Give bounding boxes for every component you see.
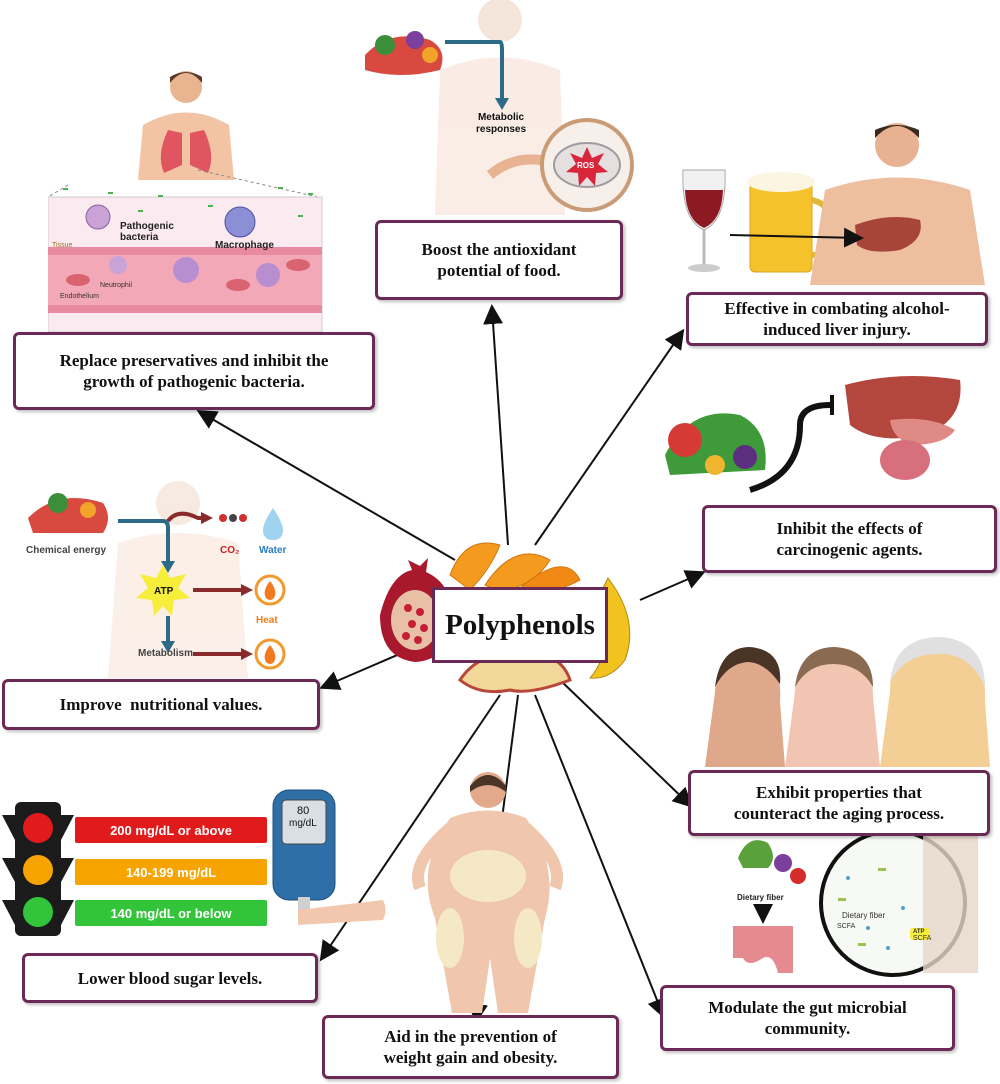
traffic-light-icon (2, 802, 74, 936)
metabolic-illustration (365, 0, 634, 215)
scfa-label-2: SCFA (913, 935, 932, 942)
amber-light-icon (23, 855, 53, 885)
pathogenic-bacteria-label: Pathogenic bacteria (120, 221, 174, 243)
glucose-level-high: 200 mg/dL or above (75, 817, 267, 843)
arrow-antioxidant (483, 304, 509, 546)
arrow-gut (534, 694, 667, 1019)
endothelium-label: Endothelium (60, 293, 99, 300)
atp-label: ATP (154, 586, 174, 597)
ros-burst-icon (566, 147, 608, 186)
box-nutritional: Improve nutritional values. (2, 679, 320, 730)
dietary-fiber-label: Dietary fiber (737, 893, 784, 902)
atp-small-label: ATP (913, 929, 925, 935)
arrow-aging (559, 679, 693, 808)
ghost-body (435, 57, 565, 215)
beer-mug-icon (749, 181, 813, 273)
water-label: Water (259, 545, 287, 556)
glucose-level-mid: 140-199 mg/dL (75, 859, 267, 885)
orange-slice-icon (449, 542, 501, 591)
ros-label: ROS (577, 161, 595, 170)
co2-molecule-icon (219, 514, 227, 522)
ghost-head (478, 0, 522, 42)
box-antioxidant: Boost the antioxidant potential of food. (375, 220, 623, 300)
arrow-carcinogenic (639, 570, 706, 601)
aging-faces-illustration (705, 637, 990, 767)
lungs-bacteria-illustration (48, 71, 323, 333)
young-face (705, 650, 785, 767)
meter-unit: mg/dL (289, 818, 317, 829)
food-pile-icon-2 (28, 498, 108, 533)
meter-value: 80 (297, 805, 310, 817)
macrophage-label: Macrophage (215, 240, 274, 251)
old-face (880, 639, 990, 767)
hair-shape (170, 72, 202, 83)
gut-illustration (733, 829, 978, 977)
water-drop-icon (263, 508, 283, 540)
ghost-body-2 (108, 533, 248, 678)
box-liver: Effective in combating alcohol-induced l… (686, 292, 988, 346)
tissue-label: Tissue (52, 242, 73, 249)
fat-belly (450, 850, 526, 902)
neutrophil-label: Neutrophil (100, 282, 132, 289)
arrow-liver (534, 328, 685, 546)
scfa-label: SCFA (837, 923, 856, 930)
vegetable-icon (738, 840, 773, 868)
macrophage-cell (224, 206, 256, 238)
alcohol-liver-illustration (682, 123, 985, 285)
box-preservatives: Replace preservatives and inhibit the gr… (13, 332, 375, 410)
green-light-icon (23, 897, 53, 927)
intestine-icon (733, 926, 793, 973)
finger-icon (298, 900, 386, 925)
pathogen-cell (85, 204, 111, 230)
polyphenols-title: Polyphenols (432, 587, 608, 663)
box-aging: Exhibit properties that counteract the a… (688, 770, 990, 836)
metabolic-label: Metabolic responses (475, 112, 527, 135)
ghost-head-2 (156, 481, 200, 525)
head-shape (170, 71, 202, 103)
heat-icon-2 (254, 638, 286, 670)
glucose-meter-icon (272, 789, 386, 925)
box-gut: Modulate the gut microbial community. (660, 985, 955, 1051)
arrow-preservatives (196, 409, 456, 561)
box-blood-sugar: Lower blood sugar levels. (22, 953, 318, 1003)
chemical-energy-label: Chemical energy (26, 545, 107, 556)
carcinogen-illustration (665, 376, 961, 493)
obesity-illustration (412, 772, 564, 1013)
pancreas-icon (890, 418, 955, 445)
heat-icon (254, 574, 286, 606)
man-head (875, 123, 919, 167)
center-fruits-illustration (380, 542, 631, 694)
co2-label: CO₂ (220, 545, 240, 556)
red-light-icon (23, 813, 53, 843)
torso-shape (138, 112, 234, 180)
metabolism-label: Metabolism (138, 648, 194, 659)
liver-icon (855, 216, 921, 252)
middle-face (785, 650, 880, 767)
dietary-fiber-label-2: Dietary fiber (842, 911, 886, 920)
box-carcinogenic: Inhibit the effects of carcinogenic agen… (702, 505, 997, 573)
lungs-shape (160, 130, 212, 173)
heat-label: Heat (256, 615, 278, 626)
box-weight: Aid in the prevention of weight gain and… (322, 1015, 619, 1079)
atp-burst-icon (136, 565, 190, 616)
energy-illustration (28, 481, 286, 678)
glucose-level-low: 140 mg/dL or below (75, 900, 267, 926)
